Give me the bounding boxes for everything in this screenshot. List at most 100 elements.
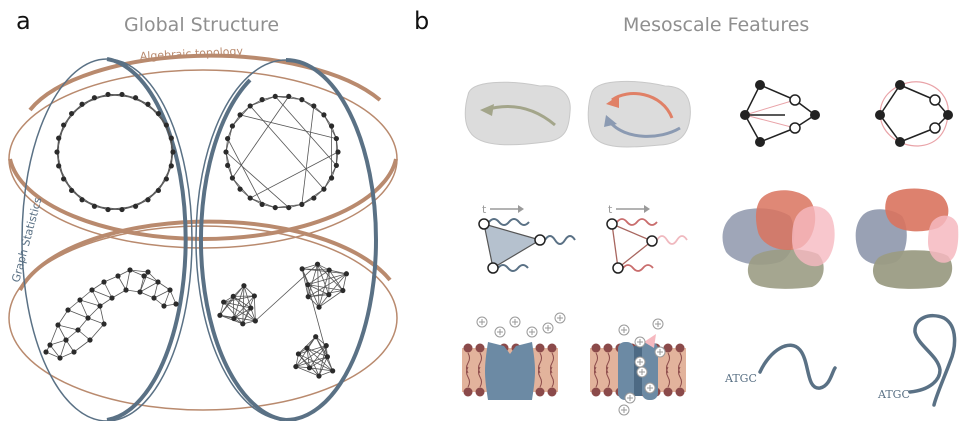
graph-node bbox=[119, 206, 125, 213]
graph-edge bbox=[308, 290, 343, 298]
graph-node bbox=[109, 295, 115, 301]
graph-node bbox=[328, 175, 335, 181]
graph-node bbox=[335, 149, 341, 155]
panel-b-letter: b bbox=[414, 7, 429, 35]
lipid-tail bbox=[666, 366, 670, 388]
arrow-icon bbox=[518, 205, 524, 213]
graph-edge bbox=[233, 285, 245, 319]
dna-label-2: ATGC bbox=[877, 388, 910, 401]
graph-edge bbox=[233, 296, 252, 309]
simplex-signal-2: t bbox=[606, 203, 688, 274]
lipid-head bbox=[463, 343, 473, 353]
lipid-tail bbox=[466, 366, 470, 388]
graph-chain bbox=[43, 267, 179, 361]
graph-node bbox=[79, 197, 85, 203]
graph-node bbox=[248, 305, 254, 311]
graph-edge bbox=[306, 347, 333, 372]
graph-node bbox=[286, 93, 292, 100]
lipid-head bbox=[535, 343, 545, 353]
graph-edge bbox=[49, 339, 67, 346]
graph-edge bbox=[249, 105, 325, 190]
graph-node bbox=[330, 368, 336, 374]
graph-edge bbox=[239, 114, 337, 139]
graph-node bbox=[225, 162, 231, 169]
graph-edge bbox=[318, 345, 327, 377]
statistics-ellipse-right-thick-2 bbox=[198, 78, 287, 421]
arrow-icon bbox=[606, 95, 619, 108]
lipid-head bbox=[675, 343, 685, 353]
graph-node bbox=[259, 201, 265, 207]
motif-cycle-1 bbox=[740, 80, 820, 147]
graph-node bbox=[304, 345, 310, 351]
graph-edge bbox=[328, 273, 347, 295]
graph-edge bbox=[302, 263, 318, 270]
lipid-tail bbox=[538, 366, 542, 388]
time-label-2: t bbox=[608, 203, 613, 216]
graph-ring-random bbox=[223, 93, 341, 211]
graph-node bbox=[65, 307, 71, 313]
graph-node bbox=[68, 110, 75, 117]
graph-edge bbox=[250, 151, 339, 199]
graph-node bbox=[221, 299, 227, 305]
graph-node bbox=[217, 312, 223, 318]
graph-edge bbox=[227, 138, 263, 205]
lipid-head bbox=[535, 387, 545, 397]
graph-edge bbox=[57, 324, 67, 341]
graph-edge bbox=[307, 284, 343, 291]
graph-edge bbox=[232, 96, 290, 179]
graph-node bbox=[321, 112, 327, 118]
membrane-channel-closed bbox=[462, 312, 566, 400]
graph-edge bbox=[117, 275, 127, 291]
lipid-head bbox=[547, 387, 557, 397]
graph-node bbox=[230, 293, 236, 299]
graph-node bbox=[123, 287, 129, 293]
statistics-ellipse-left-thin bbox=[21, 58, 193, 421]
graph-edge bbox=[242, 285, 245, 324]
graph-node bbox=[321, 186, 327, 192]
graph-node bbox=[97, 303, 103, 309]
graph-edge bbox=[219, 314, 243, 325]
graph-node bbox=[91, 203, 98, 209]
graph-edge bbox=[111, 289, 127, 299]
graph-edge bbox=[301, 268, 309, 297]
graph-edge bbox=[318, 269, 330, 308]
graph-node bbox=[333, 162, 339, 169]
graph-edge bbox=[298, 353, 320, 377]
dna-label-1: ATGC bbox=[724, 372, 757, 385]
graph-edge bbox=[67, 299, 81, 311]
graph-node bbox=[155, 279, 161, 285]
graph-edge bbox=[243, 285, 252, 309]
lipid-head bbox=[663, 343, 673, 353]
graph-node bbox=[295, 351, 302, 357]
graph-edge bbox=[79, 299, 101, 307]
graph-node bbox=[161, 303, 167, 309]
graph-node bbox=[155, 187, 162, 194]
graph-node bbox=[155, 110, 162, 117]
graph-edge bbox=[103, 281, 113, 299]
graph-edge bbox=[65, 329, 79, 341]
graph-node bbox=[79, 101, 85, 107]
graph-node bbox=[71, 349, 77, 355]
graph-node bbox=[326, 292, 332, 298]
graph-edge bbox=[317, 263, 344, 291]
blob-single-path bbox=[464, 81, 571, 146]
graph-node bbox=[229, 175, 236, 181]
graph-edge bbox=[298, 353, 333, 372]
graph-edge bbox=[342, 273, 347, 291]
graph-edge bbox=[91, 289, 101, 307]
graph-edge bbox=[125, 269, 131, 291]
graph-node bbox=[54, 149, 60, 155]
topology-label: Algebraic topology bbox=[139, 45, 243, 63]
lipid-tail bbox=[594, 366, 598, 388]
graph-node bbox=[299, 201, 305, 207]
graph-node bbox=[286, 204, 292, 211]
graph-node bbox=[75, 327, 81, 333]
panel-b-title: Mesoscale Features bbox=[623, 14, 809, 36]
statistics-label: Graph Statistics bbox=[9, 196, 44, 284]
graph-node bbox=[311, 103, 317, 109]
ellipse-group bbox=[8, 53, 398, 421]
graph-node bbox=[85, 315, 91, 321]
graph-edge bbox=[129, 269, 149, 273]
graph-edge bbox=[232, 296, 256, 322]
